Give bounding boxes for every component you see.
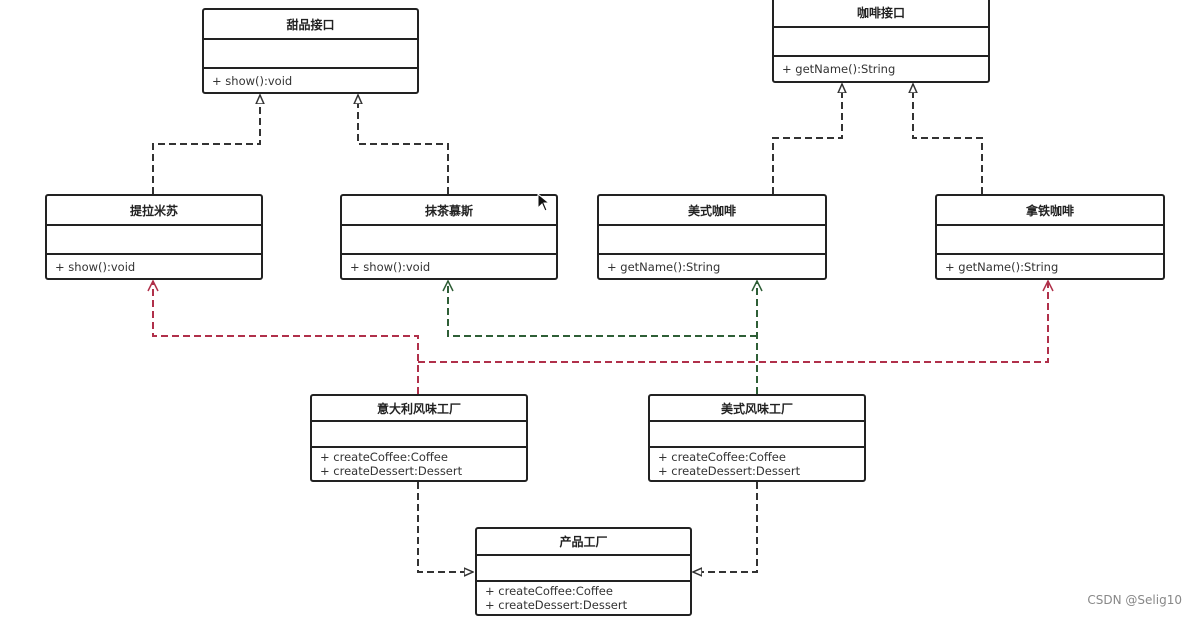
operations: + show():void — [204, 69, 417, 92]
realization-italian-factory — [417, 482, 473, 572]
operation: + getName():String — [782, 62, 896, 76]
operations: + getName():String — [774, 57, 988, 81]
operation: + createDessert:Dessert — [485, 598, 628, 612]
class-dessert-interface[interactable]: 甜品接口 + show():void — [202, 8, 419, 94]
realization-tiramisu — [152, 95, 260, 194]
operation: + show():void — [212, 73, 293, 88]
class-american-factory[interactable]: 美式风味工厂 + createCoffee:Coffee + createDes… — [648, 394, 866, 482]
operation: + createDessert:Dessert — [320, 464, 463, 478]
operation: + show():void — [350, 259, 431, 274]
class-name: 美式咖啡 — [599, 196, 825, 226]
operations: + getName():String — [599, 255, 825, 278]
class-name: 咖啡接口 — [774, 0, 988, 28]
operation: + createCoffee:Coffee — [658, 450, 786, 464]
attributes — [312, 422, 526, 448]
realization-latte — [913, 84, 983, 194]
operations: + show():void — [342, 255, 556, 278]
operations: + createCoffee:Coffee + createDessert:De… — [312, 448, 526, 480]
class-name: 甜品接口 — [204, 10, 417, 40]
class-italian-factory[interactable]: 意大利风味工厂 + createCoffee:Coffee + createDe… — [310, 394, 528, 482]
class-name: 意大利风味工厂 — [312, 396, 526, 423]
class-coffee-interface[interactable]: 咖啡接口 + getName():String — [772, 0, 990, 83]
mouse-cursor-icon — [537, 193, 551, 212]
class-product-factory[interactable]: 产品工厂 + createCoffee:Coffee + createDesse… — [475, 527, 692, 616]
operations: + show():void — [47, 255, 261, 278]
class-name: 美式风味工厂 — [650, 396, 864, 423]
attributes — [937, 226, 1163, 255]
class-name: 抹茶慕斯 — [342, 196, 556, 226]
attributes — [599, 226, 825, 255]
class-name: 提拉米苏 — [47, 196, 261, 226]
operation: + show():void — [55, 259, 136, 274]
attributes — [650, 422, 864, 448]
operation: + createDessert:Dessert — [658, 464, 801, 478]
operations: + createCoffee:Coffee + createDessert:De… — [650, 448, 864, 480]
operations: + getName():String — [937, 255, 1163, 278]
realization-american-coffee — [772, 84, 842, 194]
realization-matcha — [358, 95, 449, 194]
dependency-american-matcha — [448, 281, 757, 337]
class-name: 产品工厂 — [477, 529, 690, 556]
class-american-coffee[interactable]: 美式咖啡 + getName():String — [597, 194, 827, 280]
class-matcha-mousse[interactable]: 抹茶慕斯 + show():void — [340, 194, 558, 280]
attributes — [477, 556, 690, 582]
operation: + getName():String — [607, 259, 721, 274]
dependency-italian-tiramisu — [153, 281, 419, 394]
operation: + createCoffee:Coffee — [320, 450, 448, 464]
class-latte[interactable]: 拿铁咖啡 + getName():String — [935, 194, 1165, 280]
operation: + createCoffee:Coffee — [485, 584, 613, 598]
attributes — [47, 226, 261, 255]
operations: + createCoffee:Coffee + createDessert:De… — [477, 582, 690, 614]
operation: + getName():String — [945, 259, 1059, 274]
class-name: 拿铁咖啡 — [937, 196, 1163, 226]
attributes — [774, 28, 988, 57]
watermark: CSDN @Selig10 — [1087, 593, 1182, 607]
attributes — [204, 40, 417, 69]
class-tiramisu[interactable]: 提拉米苏 + show():void — [45, 194, 263, 280]
dependency-italian-latte — [418, 281, 1048, 363]
realization-american-factory — [693, 482, 758, 572]
attributes — [342, 226, 556, 255]
